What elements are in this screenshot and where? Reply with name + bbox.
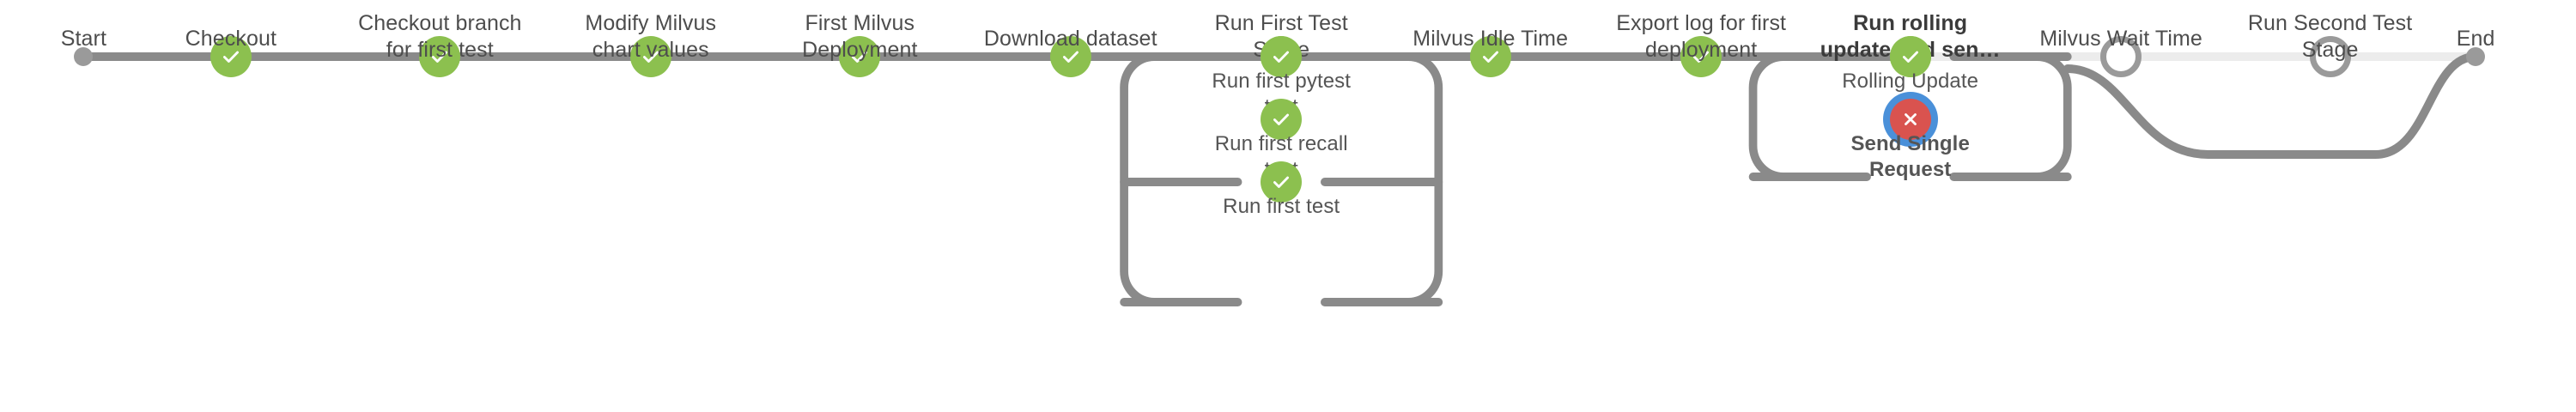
pipeline-node-label-run-second-test-stage[interactable]: Run Second Test Stage xyxy=(2247,11,2413,62)
pipeline-node-first-deploy[interactable] xyxy=(839,36,881,77)
pipeline-node-download-dataset[interactable] xyxy=(1049,36,1091,77)
pipeline-node-end[interactable] xyxy=(2466,47,2486,66)
pipeline-node-label-milvus-wait-time[interactable]: Milvus Wait Time xyxy=(2039,27,2202,51)
check-icon xyxy=(1270,108,1292,130)
pipeline-node-run-first-test[interactable] xyxy=(1261,161,1303,203)
edge-skip-to-end xyxy=(2063,52,2480,159)
pipeline-node-label-export-log[interactable]: Export log for first deployment xyxy=(1616,11,1787,62)
pipeline-node-milvus-idle-time[interactable] xyxy=(1469,36,1511,77)
pipeline-node-label-run-rolling-update[interactable]: Run rolling update and sen… xyxy=(1820,11,2001,62)
edge-rolling-fanin-right xyxy=(2016,52,2072,181)
pipeline-node-run-first-recall-test[interactable] xyxy=(1261,99,1303,140)
cross-icon xyxy=(1900,109,1921,130)
pipeline-node-start[interactable] xyxy=(74,47,94,66)
edge-rolling-fanout-left xyxy=(1748,52,1804,181)
check-icon xyxy=(640,45,662,68)
pipeline-node-run-first-pytest-test[interactable] xyxy=(1261,36,1303,77)
pipeline-node-label-checkout-branch[interactable]: Checkout branch for first test xyxy=(358,11,522,62)
pipeline-node-label-start[interactable]: Start xyxy=(60,27,107,51)
check-icon xyxy=(1479,45,1502,68)
pipeline-node-export-log[interactable] xyxy=(1680,36,1722,77)
pipeline-node-label-first-deploy[interactable]: First Milvus Deployment xyxy=(802,11,918,62)
check-icon xyxy=(1270,45,1292,68)
pipeline-node-label-end[interactable]: End xyxy=(2456,27,2495,51)
pipeline-node-label-send-single-request[interactable]: Send Single Request xyxy=(1850,132,1970,181)
pipeline-node-label-milvus-idle-time[interactable]: Milvus Idle Time xyxy=(1413,27,1569,51)
check-icon xyxy=(220,45,242,68)
pipeline-node-checkout[interactable] xyxy=(210,36,252,77)
pipeline-node-label-run-first-test[interactable]: Run first test xyxy=(1223,195,1340,218)
pipeline-node-rolling-update[interactable] xyxy=(1889,36,1931,77)
pipeline-node-run-second-test-stage[interactable] xyxy=(2309,36,2351,77)
pipeline-node-label-modify-chart[interactable]: Modify Milvus chart values xyxy=(585,11,717,62)
pipeline-node-modify-chart[interactable] xyxy=(629,36,671,77)
check-icon xyxy=(428,45,451,68)
pipeline-node-send-single-request[interactable] xyxy=(1889,99,1931,140)
check-icon xyxy=(848,45,871,68)
check-icon xyxy=(1899,45,1922,68)
pipeline-node-label-download-dataset[interactable]: Download dataset xyxy=(983,27,1157,51)
check-icon xyxy=(1270,171,1292,193)
pipeline-node-milvus-wait-time[interactable] xyxy=(2100,36,2142,77)
pipeline-node-checkout-branch[interactable] xyxy=(419,36,461,77)
pipeline-node-label-checkout[interactable]: Checkout xyxy=(185,27,277,51)
pipeline-node-label-rolling-update[interactable]: Rolling Update xyxy=(1842,70,1979,93)
check-icon xyxy=(1690,45,1712,68)
check-icon xyxy=(1060,45,1082,68)
